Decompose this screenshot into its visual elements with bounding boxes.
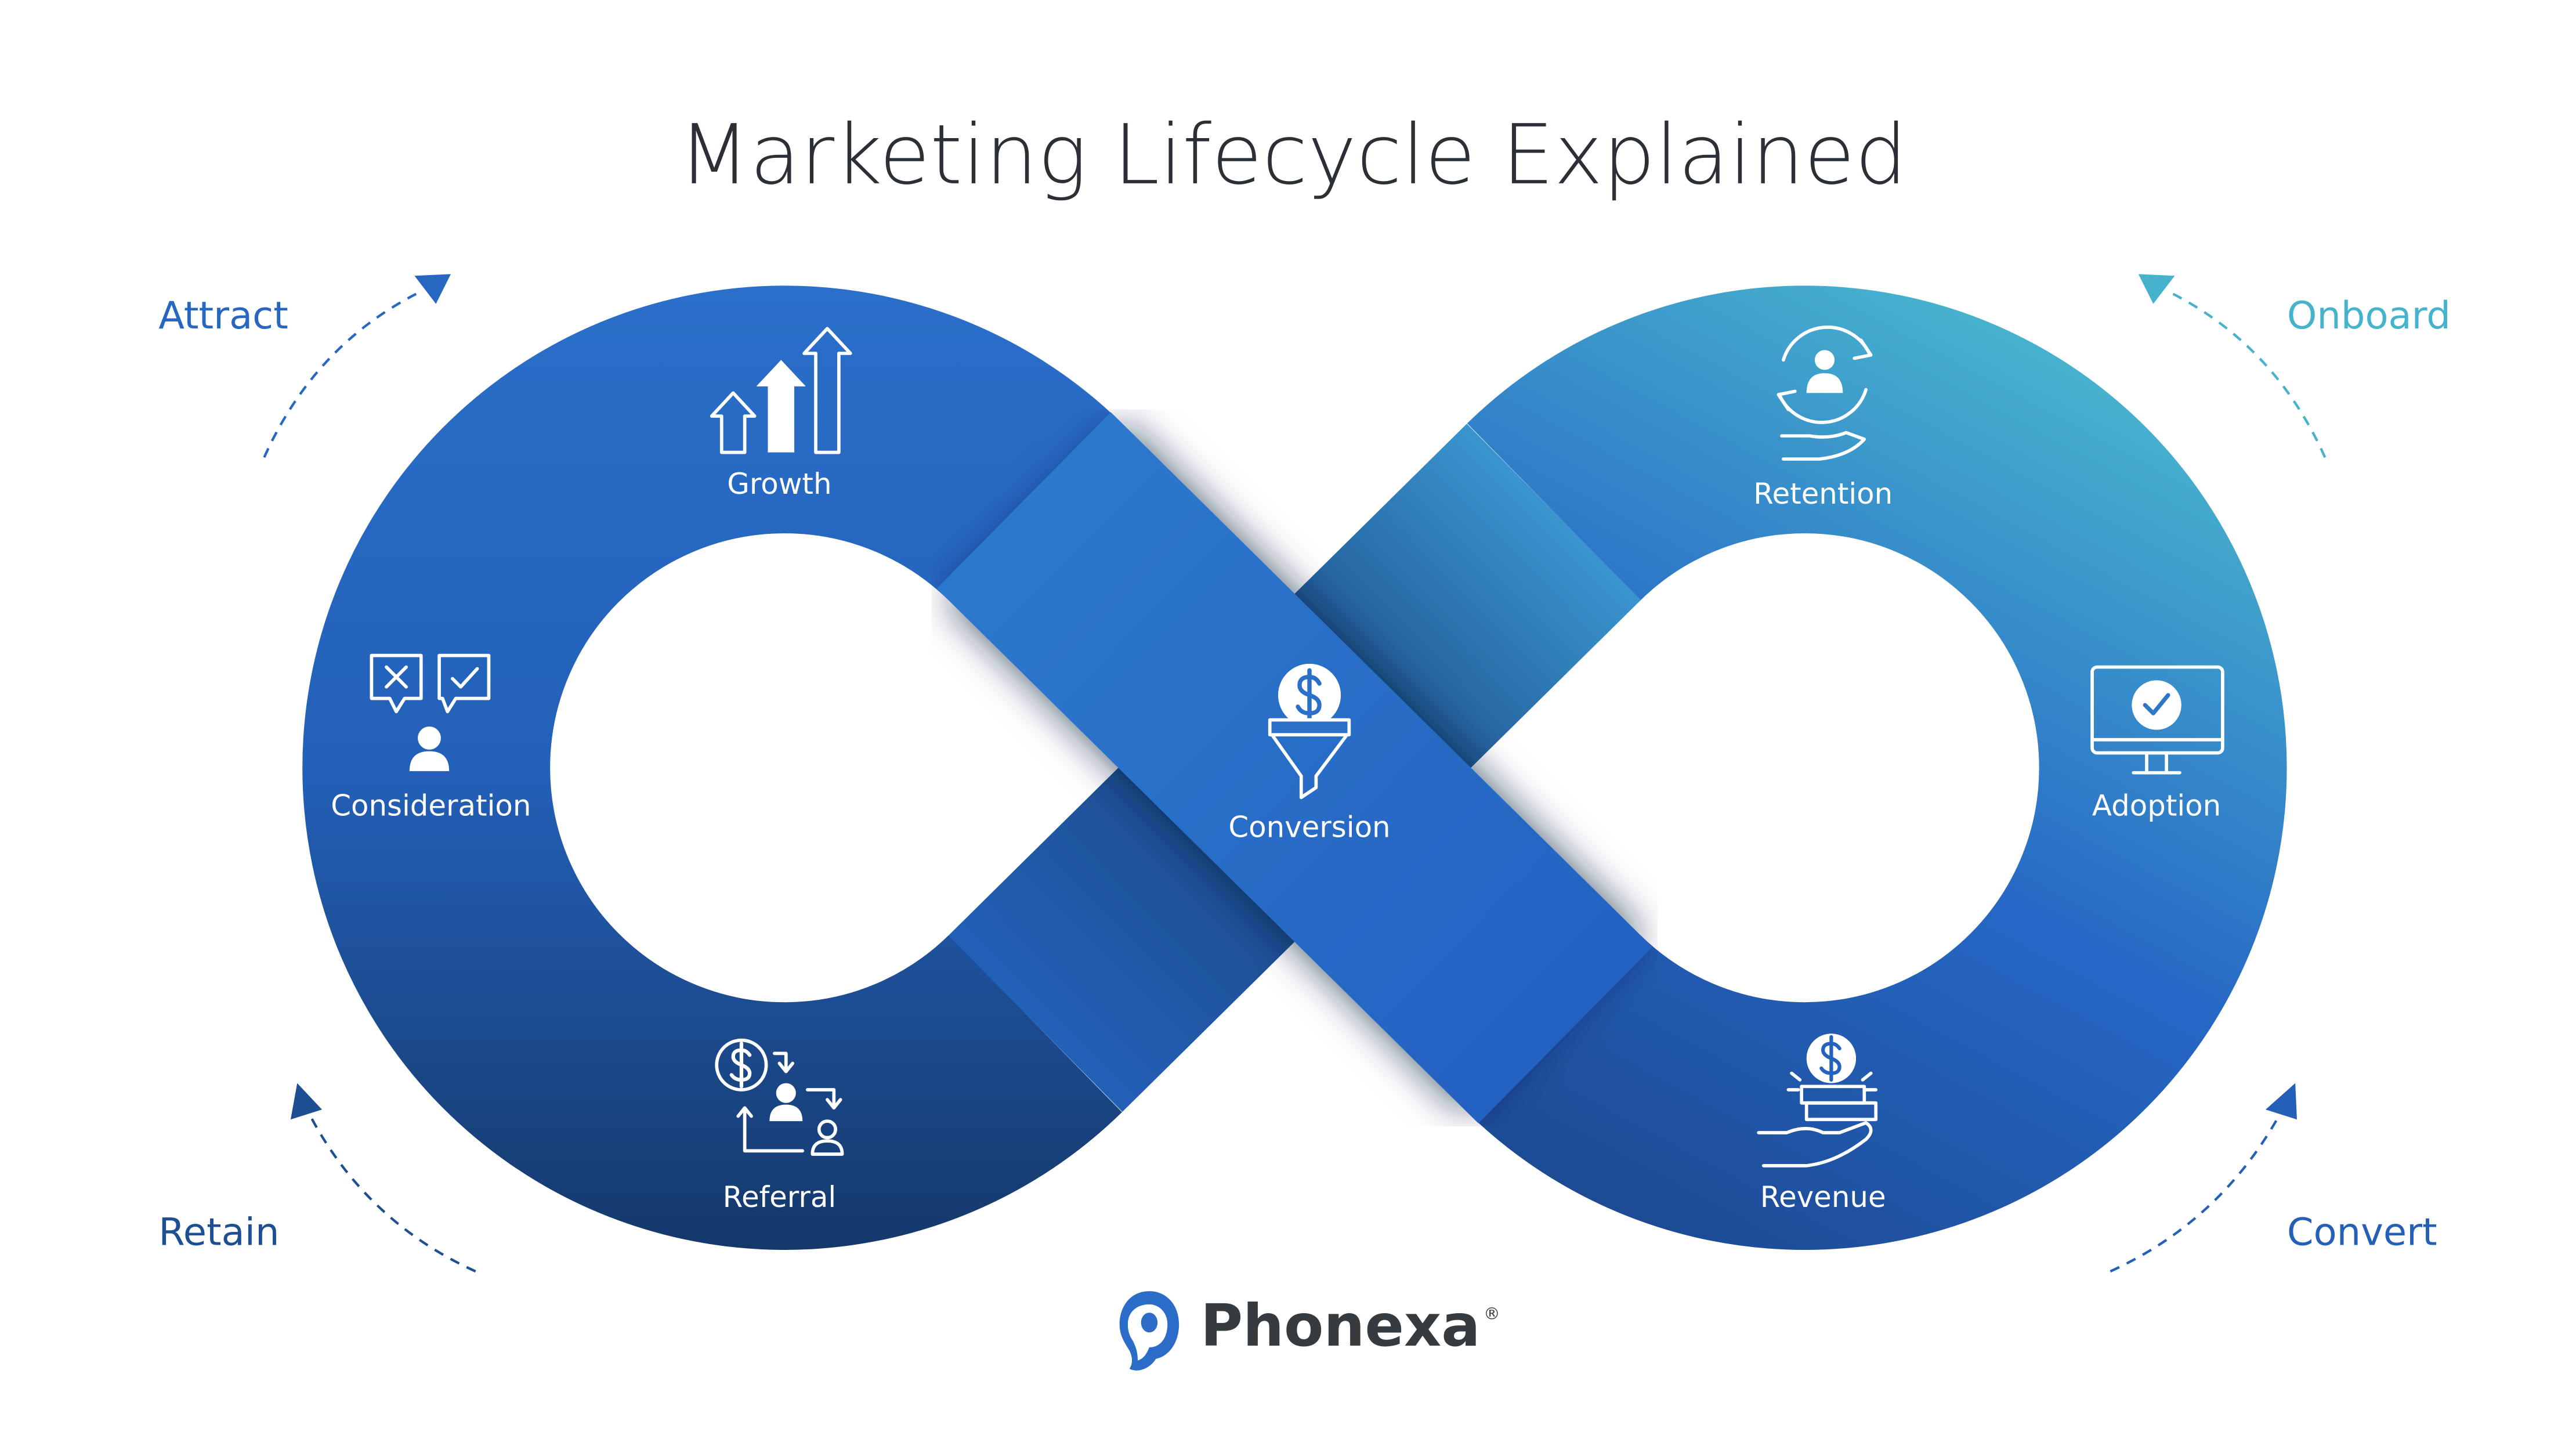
- monitor-check-icon: [2090, 665, 2224, 775]
- registered-mark: ®: [1484, 1304, 1500, 1324]
- corner-label-attract: Attract: [158, 294, 288, 338]
- corner-label-onboard: Onboard: [2287, 294, 2451, 338]
- stage-consideration: Consideration: [331, 653, 531, 823]
- corner-retain: Retain: [158, 1083, 476, 1273]
- stage-retention: Retention: [1753, 326, 1893, 511]
- funnel-coin-icon: [1268, 663, 1351, 800]
- arrowhead-icon: [290, 1083, 322, 1120]
- stage-label-adoption: Adoption: [2092, 789, 2221, 823]
- retention-cycle-icon: [1777, 326, 1873, 461]
- referral-icon: [715, 1038, 844, 1156]
- dollar-sign-icon: [1819, 1035, 1841, 1082]
- stage-label-consideration: Consideration: [331, 789, 531, 823]
- stage-label-growth: Growth: [727, 467, 831, 501]
- stage-adoption: Adoption: [2090, 665, 2224, 823]
- dashed-arrow-path: [263, 292, 417, 458]
- phonexa-logo[interactable]: Phonexa®: [1119, 1291, 1500, 1371]
- band-right-loop: [1467, 285, 2287, 1250]
- stage-referral: Referral: [715, 1038, 844, 1214]
- dashed-arrow-path: [309, 1115, 476, 1273]
- corner-onboard: Onboard: [2138, 274, 2451, 458]
- growth-arrows-icon: [710, 327, 852, 454]
- arrowhead-icon: [2138, 274, 2175, 304]
- stage-label-retention: Retention: [1753, 477, 1893, 511]
- stage-label-referral: Referral: [723, 1180, 837, 1214]
- phonexa-logo-icon: [1119, 1291, 1180, 1371]
- dashed-arrow-path: [2172, 292, 2327, 458]
- dollar-sign-icon: [1296, 668, 1322, 722]
- arrowhead-icon: [2265, 1083, 2297, 1120]
- stage-label-conversion: Conversion: [1228, 811, 1390, 844]
- dollar-sign-icon: [729, 1042, 752, 1089]
- band-left-loop: [302, 285, 1122, 1250]
- corner-attract: Attract: [158, 274, 451, 458]
- consideration-choice-icon: [370, 653, 491, 771]
- stage-revenue: Revenue: [1757, 1033, 1886, 1214]
- corner-label-convert: Convert: [2287, 1210, 2437, 1254]
- logo-wordmark-line: Phonexa®: [1200, 1293, 1500, 1360]
- corner-convert: Convert: [2110, 1083, 2437, 1273]
- page-title: Marketing Lifecycle Explained: [679, 107, 1908, 203]
- corner-label-retain: Retain: [158, 1210, 279, 1254]
- dashed-arrow-path: [2110, 1115, 2280, 1273]
- arrowhead-icon: [414, 274, 451, 304]
- revenue-hand-icon: [1757, 1033, 1878, 1168]
- stage-growth: Growth: [710, 327, 852, 501]
- stage-conversion: Conversion: [1228, 663, 1391, 844]
- stage-label-revenue: Revenue: [1760, 1180, 1886, 1214]
- logo-wordmark: Phonexa: [1200, 1293, 1480, 1360]
